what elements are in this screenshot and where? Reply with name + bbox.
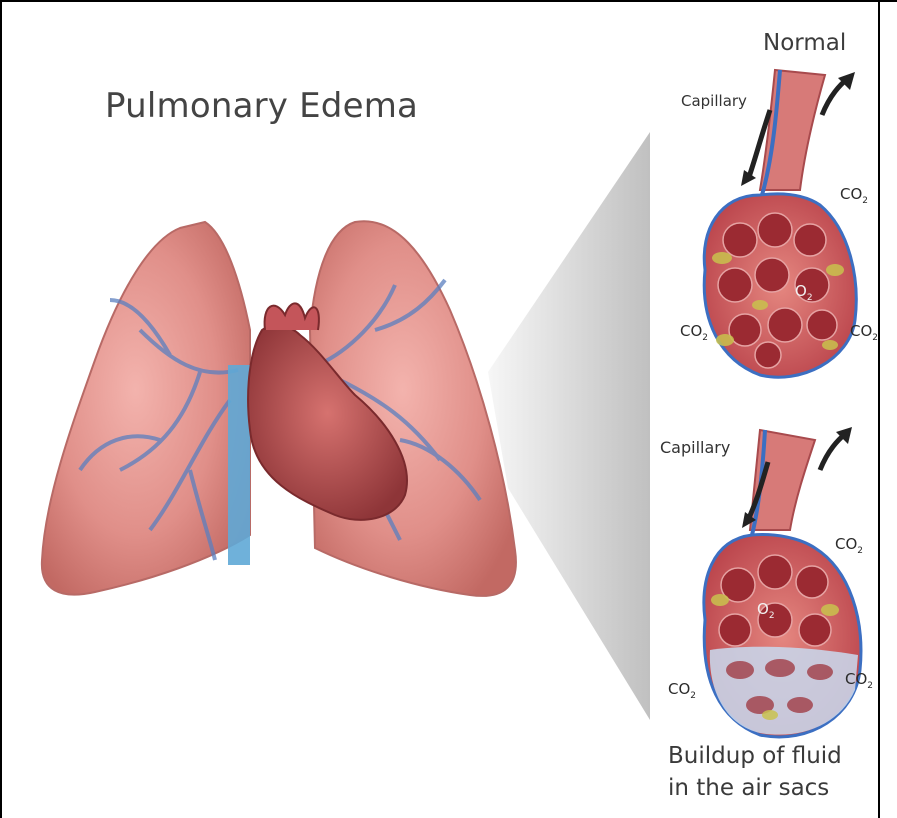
edema-caption-line2: in the air sacs [668,772,842,804]
normal-heading: Normal [763,30,846,56]
edema-capillary-label: Capillary [660,438,730,457]
frame-border-right [878,0,880,818]
edema-co2-label-left: CO2 [668,680,696,701]
frame-border-left [0,0,2,818]
magnification-cone [488,132,650,720]
normal-o2-label: O2 [795,282,813,303]
frame-border-top [0,0,897,2]
diagram-title: Pulmonary Edema [105,86,418,126]
edema-alveolus [704,427,861,737]
aorta [265,303,319,330]
edema-caption-line1: Buildup of fluid [668,740,842,772]
vena-cava [228,365,250,565]
edema-co2-label-right: CO2 [845,670,873,691]
edema-o2-label: O2 [757,600,775,621]
edema-caption: Buildup of fluid in the air sacs [668,740,842,804]
normal-co2-label-left: CO2 [680,322,708,343]
normal-capillary-label: Capillary [681,92,747,110]
normal-alveolus [704,70,856,377]
left-lung [42,222,250,595]
normal-co2-label-top: CO2 [840,185,868,206]
edema-co2-label-top: CO2 [835,535,863,556]
normal-co2-label-right: CO2 [850,322,878,343]
